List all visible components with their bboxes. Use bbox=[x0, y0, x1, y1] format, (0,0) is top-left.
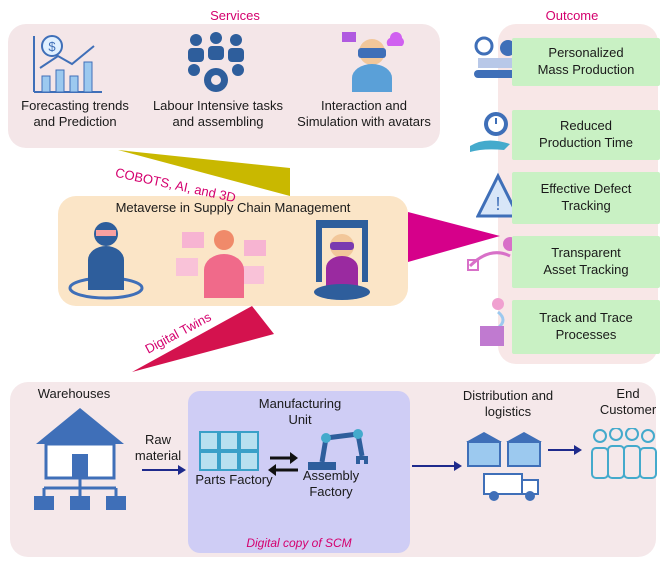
parts-cubes-icon bbox=[199, 431, 259, 471]
outcome-title: Outcome bbox=[545, 8, 599, 23]
metaverse-illustrations bbox=[68, 220, 370, 300]
chart-icon: $ bbox=[33, 35, 102, 93]
warehouse-network-icon bbox=[34, 408, 126, 510]
digital-twins-wedge bbox=[132, 306, 274, 372]
vr-station-icon bbox=[314, 220, 370, 300]
team-gear-icon bbox=[188, 32, 244, 92]
services-title: Services bbox=[210, 8, 260, 23]
cobots-wedge bbox=[118, 150, 290, 196]
svg-text:!: ! bbox=[495, 194, 500, 214]
digital-copy-panel bbox=[188, 391, 410, 553]
vr-user-icon bbox=[68, 222, 144, 300]
customers-icon bbox=[591, 428, 657, 479]
exchange-arrows-icon bbox=[268, 452, 298, 476]
robot-arm-icon bbox=[308, 429, 368, 470]
hand-clock-icon bbox=[470, 112, 510, 152]
digital-copy-label: Digital copy of SCM bbox=[246, 536, 352, 550]
digital-avatar-icon bbox=[176, 230, 266, 298]
warning-box-icon: ! bbox=[476, 172, 520, 218]
outcome-wedge bbox=[408, 212, 500, 262]
metaverse-title: Metaverse in Supply Chain Management bbox=[115, 200, 351, 215]
package-route-icon bbox=[480, 298, 505, 346]
warehouse-truck-icon bbox=[466, 432, 542, 501]
vr-headset-icon bbox=[342, 32, 404, 92]
svg-text:$: $ bbox=[48, 39, 56, 54]
parts-factory-label: Parts Factory bbox=[195, 472, 273, 487]
warehouses-label: Warehouses bbox=[37, 386, 111, 401]
